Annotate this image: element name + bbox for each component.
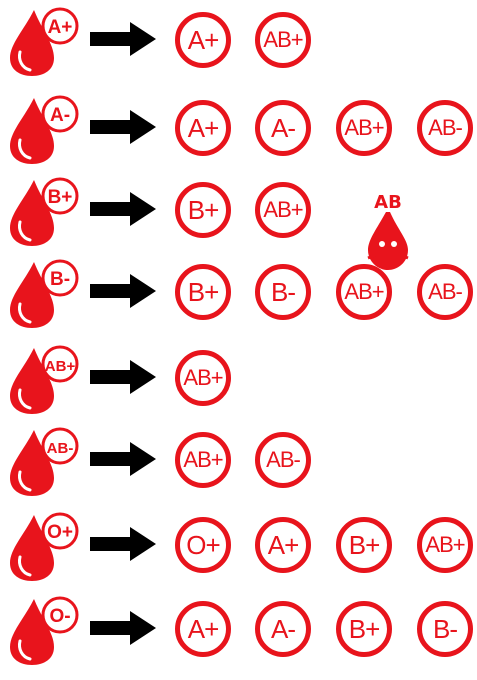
arrow-right-icon <box>90 192 156 226</box>
recipient-type-circle: B- <box>417 601 473 657</box>
arrow-right-icon <box>90 360 156 394</box>
recipient-type-circle: A+ <box>175 601 231 657</box>
blood-drop-icon: AB- <box>4 424 82 498</box>
donor-type-label: B+ <box>48 187 73 208</box>
recipient-type-circle: AB+ <box>175 350 231 406</box>
compatibility-row: A- A+ A- AB+ AB- <box>0 88 477 172</box>
recipient-type-circle: AB+ <box>255 182 311 238</box>
arrow-right-icon <box>90 611 156 645</box>
recipient-type-circle: AB+ <box>175 432 231 488</box>
recipient-type-circle: AB+ <box>255 12 311 68</box>
compatibility-row: O- A+ A- B+ B- <box>0 589 477 673</box>
recipient-type-circle: O+ <box>175 517 231 573</box>
blood-drop-icon: B- <box>4 256 82 330</box>
blood-drop-icon: AB+ <box>4 342 82 416</box>
recipient-type-circle: AB+ <box>336 100 392 156</box>
mascot-label: AB <box>374 192 402 213</box>
donor-type-label: B- <box>50 269 70 290</box>
blood-drop-icon: A- <box>4 92 82 166</box>
recipient-type-circle: B+ <box>175 182 231 238</box>
blood-drop-mascot-icon: AB <box>356 192 420 272</box>
donor-type-label: O+ <box>47 522 73 543</box>
recipient-type-circle: B- <box>255 264 311 320</box>
arrow-right-icon <box>90 527 156 561</box>
donor-type-label: A+ <box>48 17 73 38</box>
compatibility-row: O+ O+ A+ B+ AB+ <box>0 505 477 589</box>
compatibility-row: AB+ AB+ <box>0 338 477 422</box>
arrow-right-icon <box>90 22 156 56</box>
compatibility-row: AB- AB+ AB- <box>0 420 477 504</box>
blood-drop-icon: O- <box>4 593 82 667</box>
recipient-type-circle: A- <box>255 100 311 156</box>
recipient-type-circle: B+ <box>336 517 392 573</box>
blood-drop-icon: A+ <box>4 4 82 78</box>
recipient-type-circle: AB- <box>417 264 473 320</box>
compatibility-row: A+ A+ AB+ <box>0 0 477 84</box>
donor-type-label: O- <box>49 606 70 627</box>
recipient-type-circle: A- <box>255 601 311 657</box>
donor-type-label: A- <box>50 105 70 126</box>
recipient-type-circle: A+ <box>255 517 311 573</box>
blood-drop-icon: O+ <box>4 509 82 583</box>
arrow-right-icon <box>90 274 156 308</box>
recipient-type-circle: A+ <box>175 12 231 68</box>
recipient-type-circle: B+ <box>175 264 231 320</box>
recipient-type-circle: AB- <box>417 100 473 156</box>
blood-drop-icon: B+ <box>4 174 82 248</box>
recipient-type-circle: AB+ <box>417 517 473 573</box>
donor-type-label: AB+ <box>45 358 76 375</box>
recipient-type-circle: AB+ <box>336 264 392 320</box>
arrow-right-icon <box>90 110 156 144</box>
recipient-type-circle: AB- <box>255 432 311 488</box>
donor-type-label: AB- <box>47 440 74 457</box>
recipient-type-circle: B+ <box>336 601 392 657</box>
arrow-right-icon <box>90 442 156 476</box>
recipient-type-circle: A+ <box>175 100 231 156</box>
